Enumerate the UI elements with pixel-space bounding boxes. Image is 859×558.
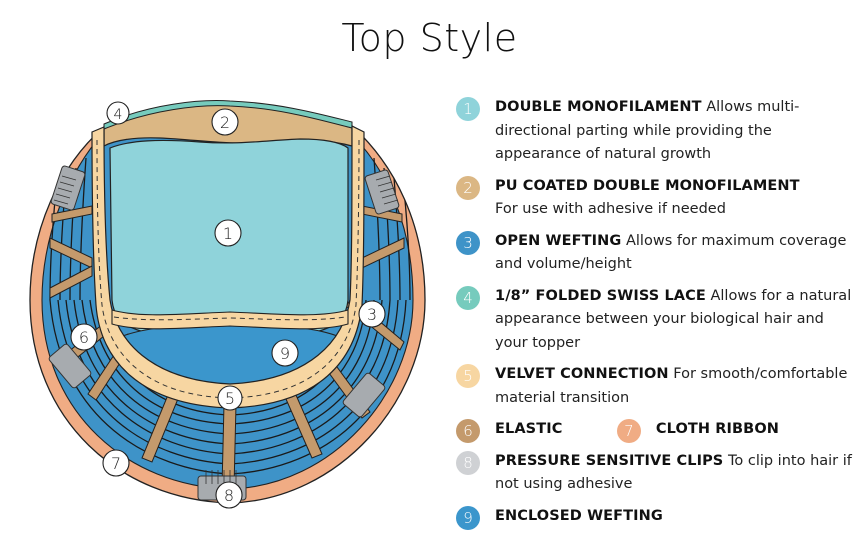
legend: 1 DOUBLE MONOFILAMENT Allows multi-direc… — [456, 96, 856, 536]
badge-6: 6 — [456, 419, 480, 443]
callout-7: 7 — [111, 454, 121, 473]
callout-8: 8 — [224, 486, 234, 505]
legend-item-enclosed-wefting: 9 ENCLOSED WEFTING — [456, 505, 856, 530]
badge-5: 5 — [456, 364, 480, 388]
legend-name: CLOTH RIBBON — [655, 421, 779, 437]
badge-4: 4 — [456, 285, 480, 310]
callout-9: 9 — [280, 344, 290, 363]
legend-name: ELASTIC — [495, 421, 563, 437]
callout-1: 1 — [223, 224, 233, 243]
callout-5: 5 — [225, 389, 235, 408]
callout-6: 6 — [79, 328, 89, 347]
legend-desc: For smooth/comfortable material transiti… — [495, 366, 848, 406]
callout-3: 3 — [367, 305, 377, 324]
badge-7: 7 — [616, 419, 641, 443]
legend-desc: Allows multi-directional parting while p… — [495, 99, 800, 162]
legend-desc: Allows for maximum coverage and volume/h… — [495, 232, 847, 273]
legend-name: PU COATED DOUBLE MONOFILAMENT — [495, 177, 800, 194]
callout-4: 4 — [114, 107, 123, 123]
legend-name: 1/8” FOLDED SWISS LACE — [495, 287, 706, 304]
badge-2: 2 — [456, 175, 480, 200]
legend-item-velvet-connection: 5 VELVET CONNECTION For smooth/comfortab… — [456, 363, 856, 410]
badge-3: 3 — [456, 230, 480, 255]
legend-name: ENCLOSED WEFTING — [495, 507, 663, 524]
legend-item-elastic: 6 ELASTIC — [456, 418, 617, 443]
badge-8: 8 — [456, 450, 480, 475]
legend-desc: For use with adhesive if needed — [495, 201, 726, 217]
velvet-connection-frame — [91, 125, 365, 409]
legend-desc: Allows for a natural appearance between … — [495, 287, 852, 351]
callout-2: 2 — [220, 113, 230, 132]
legend-name: OPEN WEFTING — [495, 232, 622, 249]
legend-item-pressure-clips: 8 PRESSURE SENSITIVE CLIPS To clip into … — [456, 450, 856, 497]
legend-item-double-monofilament: 1 DOUBLE MONOFILAMENT Allows multi-direc… — [456, 96, 856, 167]
badge-9: 9 — [456, 505, 480, 530]
legend-name: PRESSURE SENSITIVE CLIPS — [495, 452, 724, 469]
legend-item-pu-coated: 2 PU COATED DOUBLE MONOFILAMENT For use w… — [456, 175, 856, 222]
legend-item-cloth-ribbon: 7 CLOTH RIBBON — [616, 418, 856, 443]
legend-name: DOUBLE MONOFILAMENT — [495, 99, 702, 115]
topper-base-diagram: 4 2 1 3 5 6 7 8 9 — [29, 100, 426, 509]
legend-row-elastic-ribbon: 6 ELASTIC 7 CLOTH RIBBON — [456, 418, 856, 450]
legend-desc: To clip into hair if not using adhesive — [495, 452, 852, 493]
badge-1: 1 — [456, 97, 480, 121]
legend-item-swiss-lace: 4 1/8” FOLDED SWISS LACE Allows for a na… — [456, 285, 856, 356]
legend-name: VELVET CONNECTION — [495, 366, 669, 382]
page-title: Top Style — [341, 16, 518, 60]
legend-item-open-wefting: 3 OPEN WEFTING Allows for maximum covera… — [456, 230, 856, 277]
